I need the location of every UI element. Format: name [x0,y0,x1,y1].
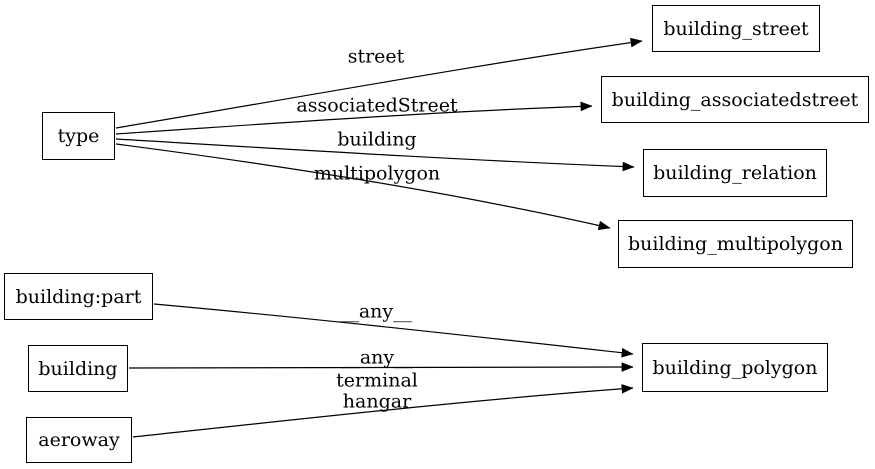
edge-type-to-building-street [115,37,643,129]
node-aeroway: aeroway [26,417,132,463]
edge-building-part-to-building-polygon [153,303,634,358]
node-type: type [42,112,115,160]
node-type-label: type [57,125,100,147]
node-building-associatedstreet-label: building_associatedstreet [611,88,859,111]
edge-label-any-building-part: __any__ [339,300,413,323]
node-building-relation: building_relation [643,149,827,197]
node-building-part-label: building:part [15,285,142,308]
edge-aeroway-to-building-polygon [132,384,634,438]
edge-label-building: building [337,128,417,151]
edge-label-associatedstreet: associatedStreet [296,94,458,117]
node-building-relation-label: building_relation [653,162,817,184]
node-building-polygon: building_polygon [642,343,828,392]
node-building-multipolygon: building_multipolygon [618,220,853,268]
edge-building-to-building-polygon [128,362,634,372]
node-building-label: building [38,357,118,380]
edge-label-any-building: __any__ [340,346,414,369]
node-building: building [28,345,128,392]
node-aeroway-label: aeroway [38,429,120,451]
edge-label-terminal-hangar: terminal hangar [336,369,418,412]
edge-type-to-building-multipolygon [115,143,611,231]
edge-label-multipolygon: multipolygon [313,162,441,185]
edge-type-to-building-associatedstreet [115,101,593,135]
node-building-street: building_street [652,5,820,52]
node-building-street-label: building_street [663,17,809,40]
node-building-multipolygon-label: building_multipolygon [628,233,843,255]
node-building-part: building:part [4,273,153,320]
node-building-associatedstreet: building_associatedstreet [601,76,869,123]
edge-label-street: street [347,45,405,68]
node-building-polygon-label: building_polygon [652,356,818,379]
edge-type-to-building-relation [115,138,635,172]
